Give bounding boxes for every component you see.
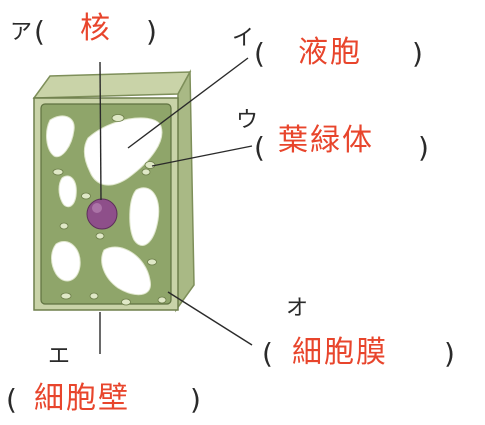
vacuole-shape (58, 175, 77, 208)
answer-nucleus: 核 (80, 11, 112, 46)
paren-open: ( (254, 37, 265, 70)
paren-close: ) (190, 383, 201, 416)
label-mark-o: オ (286, 296, 309, 321)
nucleus-shape (86, 198, 118, 230)
chloroplast-shape (95, 232, 105, 240)
chloroplast-shape (81, 192, 91, 200)
label-mark-i: イ (232, 26, 255, 51)
chloroplast-shape (157, 296, 167, 304)
vacuole-shape (46, 115, 75, 158)
chloroplast-shape (141, 168, 151, 176)
answer-cell-wall: 細胞壁 (34, 381, 130, 416)
answer-cell-membrane: 細胞膜 (292, 335, 388, 370)
answer-vacuole: 液胞 (298, 35, 362, 70)
paren-open: ( (262, 337, 273, 370)
label-mark-e: エ (48, 344, 71, 369)
paren-open: ( (6, 383, 17, 416)
vacuole-shape (129, 187, 160, 246)
leader-line-o (167, 291, 253, 346)
chloroplast-shape (52, 168, 64, 176)
paren-open: ( (34, 15, 45, 48)
nucleus-highlight (92, 203, 102, 213)
answer-chloroplast: 葉緑体 (278, 123, 374, 158)
label-mark-a: ア (10, 20, 33, 45)
paren-close: ) (412, 37, 423, 70)
chloroplasts (52, 114, 167, 306)
leader-line-a (99, 61, 102, 201)
label-mark-u: ウ (236, 108, 259, 133)
paren-close: ) (444, 337, 455, 370)
vacuole-shape (83, 117, 163, 186)
chloroplast-shape (60, 292, 72, 300)
paren-close: ) (418, 131, 429, 164)
leader-line-u (151, 145, 253, 167)
cell-top-face (32, 71, 192, 99)
chloroplast-shape (89, 292, 99, 300)
chloroplast-shape (59, 222, 69, 230)
leader-lines (99, 57, 253, 354)
chloroplast-shape (111, 114, 125, 122)
chloroplast-shape (147, 258, 157, 266)
chloroplast-shape (121, 298, 131, 306)
vacuole-shape (51, 241, 81, 282)
paren-open: ( (254, 131, 265, 164)
leader-line-i (127, 57, 249, 149)
vacuole-shape (101, 246, 151, 296)
paren-close: ) (146, 15, 157, 48)
